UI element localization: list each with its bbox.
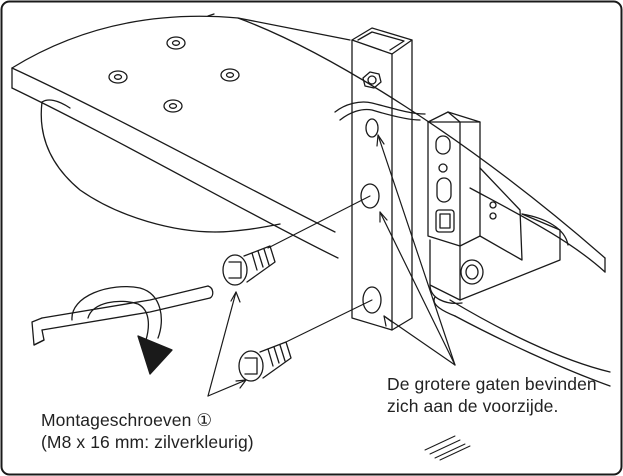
bracket-bar: [334, 27, 426, 331]
screw-lower: [238, 341, 292, 382]
mounting-screws-label: Montageschroeven ① (M8 x 16 mm: zilverkl…: [41, 409, 254, 453]
plate-holes: [108, 36, 240, 113]
tonearm-holder: [427, 111, 569, 304]
mounting-screws-label-line2: (M8 x 16 mm: zilverkleurig): [41, 432, 254, 452]
plate-mark: [207, 13, 215, 17]
break-marks: [424, 435, 471, 461]
platter-underside: [40, 99, 281, 233]
rotation-arrow: [71, 286, 173, 375]
leader-lines: [207, 134, 456, 397]
large-holes-label: De grotere gaten bevinden zich aan de vo…: [387, 373, 597, 417]
base-plate: [11, 15, 611, 387]
screw-upper: [222, 245, 276, 286]
large-holes-label-line1: De grotere gaten bevinden: [387, 374, 597, 394]
mounting-screws-label-line1: Montageschroeven ①: [41, 410, 213, 430]
hex-key: [31, 285, 214, 346]
guide-lines: [267, 195, 373, 343]
large-holes-label-line2: zich aan de voorzijde.: [387, 396, 559, 416]
